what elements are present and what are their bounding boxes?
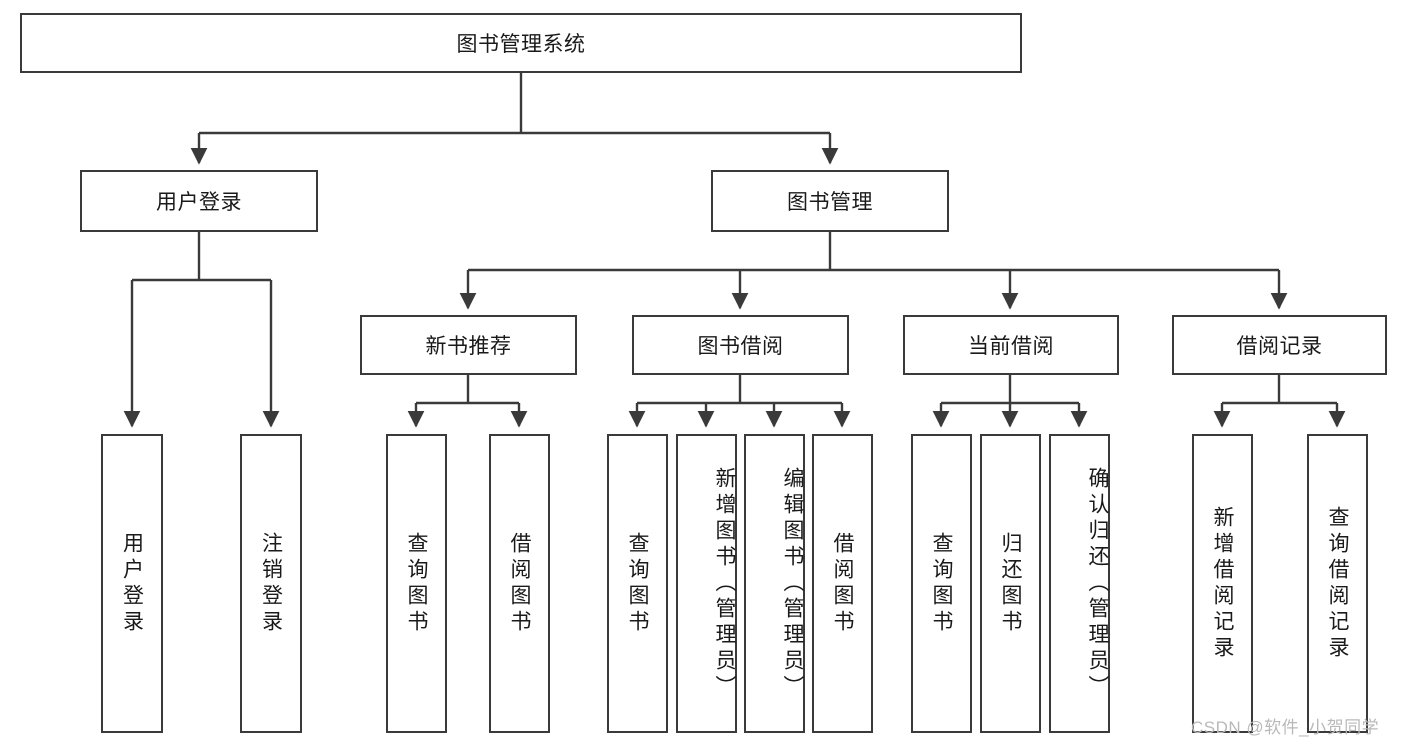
node-new-book-recommend-label: 新书推荐 bbox=[425, 335, 512, 358]
node-leaf-borrow-book-1[interactable]: 借阅图书 bbox=[489, 434, 550, 733]
node-book-borrow[interactable]: 图书借阅 bbox=[632, 315, 849, 375]
node-leaf-edit-book-label: 编辑图书（管理员） bbox=[781, 466, 804, 701]
node-current-borrow[interactable]: 当前借阅 bbox=[903, 315, 1119, 375]
node-leaf-borrow-book-2-label: 借阅图书 bbox=[831, 531, 854, 636]
node-leaf-query-record[interactable]: 查询借阅记录 bbox=[1307, 434, 1368, 733]
node-book-manage[interactable]: 图书管理 bbox=[711, 170, 949, 232]
node-borrow-record[interactable]: 借阅记录 bbox=[1172, 315, 1387, 375]
node-leaf-add-book-label: 新增图书（管理员） bbox=[713, 466, 736, 701]
node-leaf-user-logout-label: 注销登录 bbox=[259, 531, 283, 636]
node-leaf-query-book-2[interactable]: 查询图书 bbox=[607, 434, 668, 733]
node-leaf-return-book[interactable]: 归还图书 bbox=[980, 434, 1041, 733]
node-leaf-confirm-return-label: 确认归还（管理员） bbox=[1086, 466, 1109, 701]
node-user-login-label: 用户登录 bbox=[156, 191, 242, 214]
node-leaf-add-record[interactable]: 新增借阅记录 bbox=[1192, 434, 1253, 733]
node-new-book-recommend[interactable]: 新书推荐 bbox=[360, 315, 577, 375]
node-leaf-query-book-3[interactable]: 查询图书 bbox=[911, 434, 972, 733]
node-leaf-borrow-book-1-label: 借阅图书 bbox=[508, 531, 531, 636]
node-root-label: 图书管理系统 bbox=[456, 33, 586, 56]
node-leaf-query-book-3-label: 查询图书 bbox=[930, 531, 953, 636]
node-leaf-user-logout[interactable]: 注销登录 bbox=[240, 434, 302, 733]
node-book-manage-label: 图书管理 bbox=[787, 191, 873, 214]
node-root-system[interactable]: 图书管理系统 bbox=[20, 13, 1022, 73]
node-leaf-query-record-label: 查询借阅记录 bbox=[1326, 505, 1349, 662]
node-book-borrow-label: 图书借阅 bbox=[697, 335, 784, 358]
node-leaf-confirm-return[interactable]: 确认归还（管理员） bbox=[1049, 434, 1110, 733]
node-leaf-query-book-1[interactable]: 查询图书 bbox=[386, 434, 447, 733]
node-leaf-edit-book[interactable]: 编辑图书（管理员） bbox=[744, 434, 805, 733]
csdn-watermark: CSDN @软件_小贺同学 bbox=[1191, 718, 1380, 737]
node-user-login[interactable]: 用户登录 bbox=[80, 170, 318, 232]
node-leaf-borrow-book-2[interactable]: 借阅图书 bbox=[812, 434, 873, 733]
node-leaf-add-book[interactable]: 新增图书（管理员） bbox=[676, 434, 737, 733]
node-leaf-user-login[interactable]: 用户登录 bbox=[101, 434, 163, 733]
node-leaf-return-book-label: 归还图书 bbox=[999, 531, 1022, 636]
node-leaf-user-login-label: 用户登录 bbox=[120, 531, 144, 636]
node-leaf-add-record-label: 新增借阅记录 bbox=[1211, 505, 1234, 662]
node-borrow-record-label: 借阅记录 bbox=[1236, 335, 1323, 358]
node-leaf-query-book-2-label: 查询图书 bbox=[626, 531, 649, 636]
node-current-borrow-label: 当前借阅 bbox=[968, 335, 1054, 358]
node-leaf-query-book-1-label: 查询图书 bbox=[405, 531, 428, 636]
